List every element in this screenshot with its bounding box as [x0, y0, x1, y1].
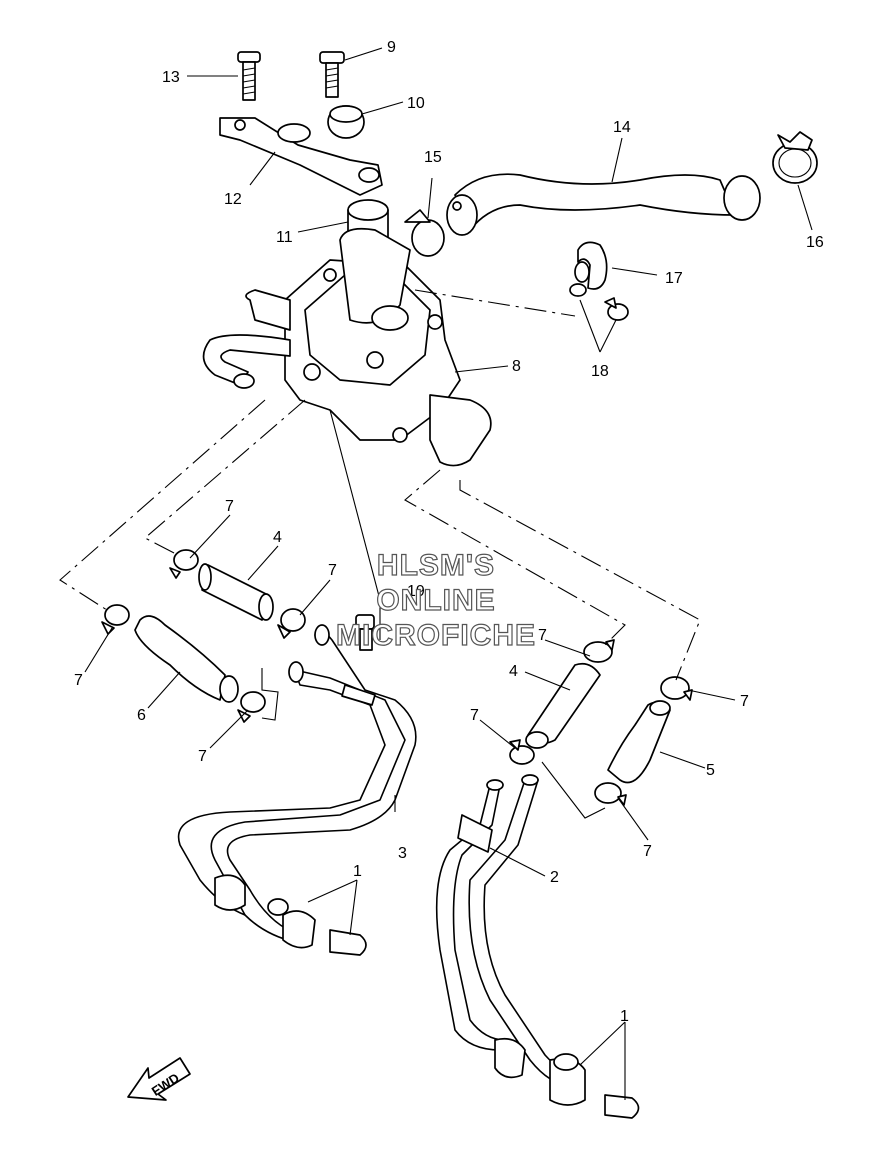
callout-17: 17: [665, 270, 683, 287]
hose-6: [134, 615, 239, 703]
leader-lines: [84, 47, 813, 1100]
watermark-line-3: MICROFICHE: [336, 619, 536, 652]
bolt-9: [319, 51, 345, 98]
callout-7-g: 7: [470, 707, 479, 724]
callout-12: 12: [224, 191, 242, 208]
clamp-7-g: [509, 739, 535, 765]
bolt-19: [355, 614, 375, 651]
callout-1-right: 1: [620, 1008, 629, 1025]
callout-8: 8: [512, 358, 521, 375]
bracket-12: [219, 117, 383, 196]
callout-7-h: 7: [643, 843, 652, 860]
hose-14: [446, 173, 761, 236]
hose-4-right: [525, 662, 601, 749]
pipe-2: [435, 774, 640, 1119]
hose-4-left: [198, 563, 274, 621]
left-bent-pipe-upper: [202, 334, 291, 389]
callout-6: 6: [137, 707, 146, 724]
callout-18: 18: [591, 363, 609, 380]
hose-17: [574, 241, 608, 290]
callout-5: 5: [706, 762, 715, 779]
callout-7-b: 7: [328, 562, 337, 579]
callout-2: 2: [550, 869, 559, 886]
clamp-7-e: [583, 639, 615, 663]
clamp-7-a: [169, 549, 199, 579]
hose-5: [607, 700, 671, 784]
grommet-10: [327, 105, 365, 139]
callout-4-right: 4: [509, 663, 518, 680]
clamp-7-c: [101, 604, 130, 635]
callout-7-e: 7: [538, 627, 547, 644]
callout-7-c: 7: [74, 672, 83, 689]
callout-9: 9: [387, 39, 396, 56]
clamps-18: [569, 283, 629, 321]
callout-16: 16: [806, 234, 824, 251]
callout-15: 15: [424, 149, 442, 166]
pipe-3: [177, 624, 417, 956]
callout-7-a: 7: [225, 498, 234, 515]
watermark-line-1: HLSM'S: [377, 549, 495, 582]
callout-13: 13: [162, 69, 180, 86]
connection-lines: [59, 289, 701, 681]
callout-4-left: 4: [273, 529, 282, 546]
callout-7-d: 7: [198, 748, 207, 765]
clamp-16: [772, 131, 818, 184]
clamp-7-h: [594, 782, 627, 806]
fwd-arrow-icon: FWD: [127, 1057, 191, 1101]
watermark-line-2: ONLINE: [376, 584, 495, 617]
clamp-7-f: [660, 676, 693, 701]
callout-labels: 13 9 10 12 11 15 14 16 17 18 8 7 4 7 7 6…: [74, 39, 824, 1025]
callout-1-left: 1: [353, 863, 362, 880]
clamp-7-b: [277, 608, 306, 639]
clamp-15: [404, 209, 445, 257]
bolt-13: [237, 51, 261, 101]
callout-19: 19: [407, 583, 425, 600]
watermark: HLSM'S ONLINE MICROFICHE: [335, 548, 536, 652]
callout-10: 10: [407, 95, 425, 112]
callout-11: 11: [276, 229, 293, 246]
callout-14: 14: [613, 119, 631, 136]
clamp-7-d: [237, 691, 266, 723]
callout-7-f: 7: [740, 693, 749, 710]
callout-3: 3: [398, 845, 407, 862]
air-cut-valve-8: [245, 227, 492, 467]
